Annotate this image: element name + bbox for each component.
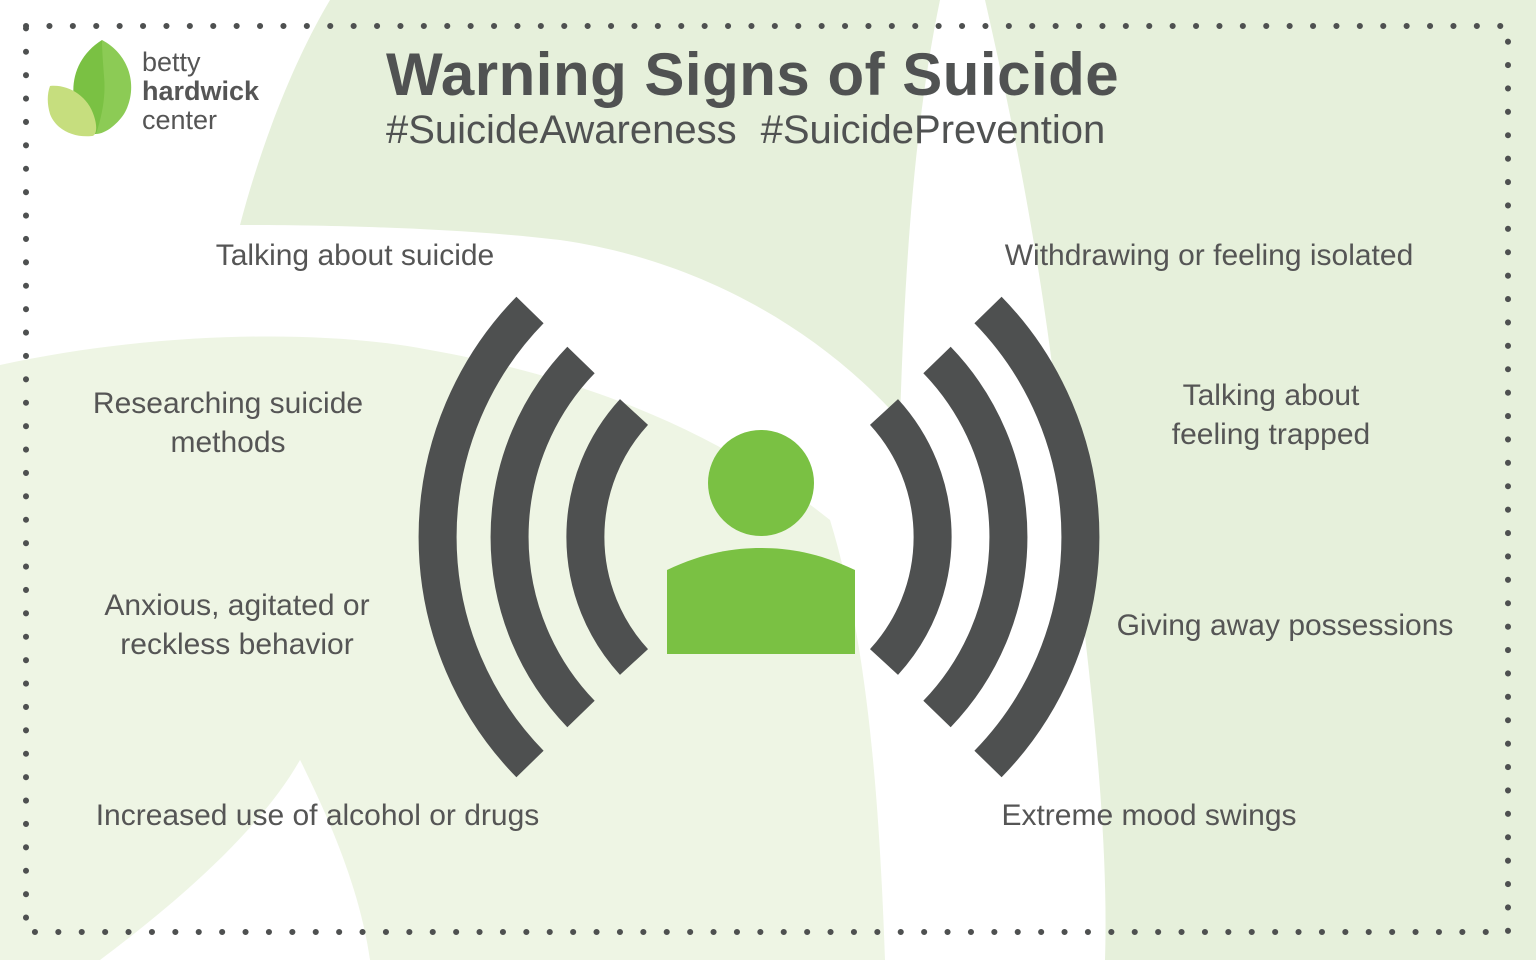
brand-logo: betty hardwick center bbox=[44, 38, 284, 142]
bg-shape-bottom-inner bbox=[240, 760, 370, 960]
page-title: Warning Signs of Suicide bbox=[386, 41, 1120, 108]
leaf-logo-icon bbox=[47, 40, 132, 137]
wave-left-inner bbox=[566, 399, 649, 675]
sign-talking-about-suicide: Talking about suicide bbox=[215, 239, 495, 272]
hashtag-awareness: #SuicideAwareness bbox=[386, 108, 737, 152]
sign-feeling-trapped: Talking about feeling trapped bbox=[1171, 379, 1371, 451]
sign-giving-away-possessions: Giving away possessions bbox=[1116, 609, 1454, 642]
hashtags: #SuicideAwareness #SuicidePrevention bbox=[386, 108, 1105, 153]
signal-waves-right bbox=[869, 296, 1100, 778]
brand-wordmark: betty hardwick center bbox=[142, 48, 259, 135]
wave-right-inner bbox=[869, 399, 952, 675]
sign-researching-methods: Researching suicide methods bbox=[92, 387, 364, 459]
hashtag-prevention: #SuicidePrevention bbox=[760, 108, 1106, 152]
sign-alcohol-drugs: Increased use of alcohol or drugs bbox=[95, 799, 540, 832]
bg-shape-right bbox=[985, 0, 1536, 960]
brand-line-3: center bbox=[142, 105, 218, 135]
wave-left-outer bbox=[418, 296, 544, 778]
sign-withdrawing: Withdrawing or feeling isolated bbox=[1004, 239, 1414, 272]
wave-right-middle bbox=[923, 346, 1028, 728]
wave-right-outer bbox=[974, 296, 1100, 778]
wave-left-middle bbox=[490, 346, 595, 728]
brand-line-2: hardwick bbox=[142, 76, 260, 106]
sign-anxious-behavior: Anxious, agitated or reckless behavior bbox=[104, 589, 370, 661]
sign-mood-swings: Extreme mood swings bbox=[1001, 799, 1297, 832]
bg-shape-top bbox=[240, 0, 940, 420]
signal-waves-left bbox=[418, 296, 649, 778]
person-icon bbox=[667, 430, 855, 654]
brand-line-1: betty bbox=[142, 47, 201, 77]
